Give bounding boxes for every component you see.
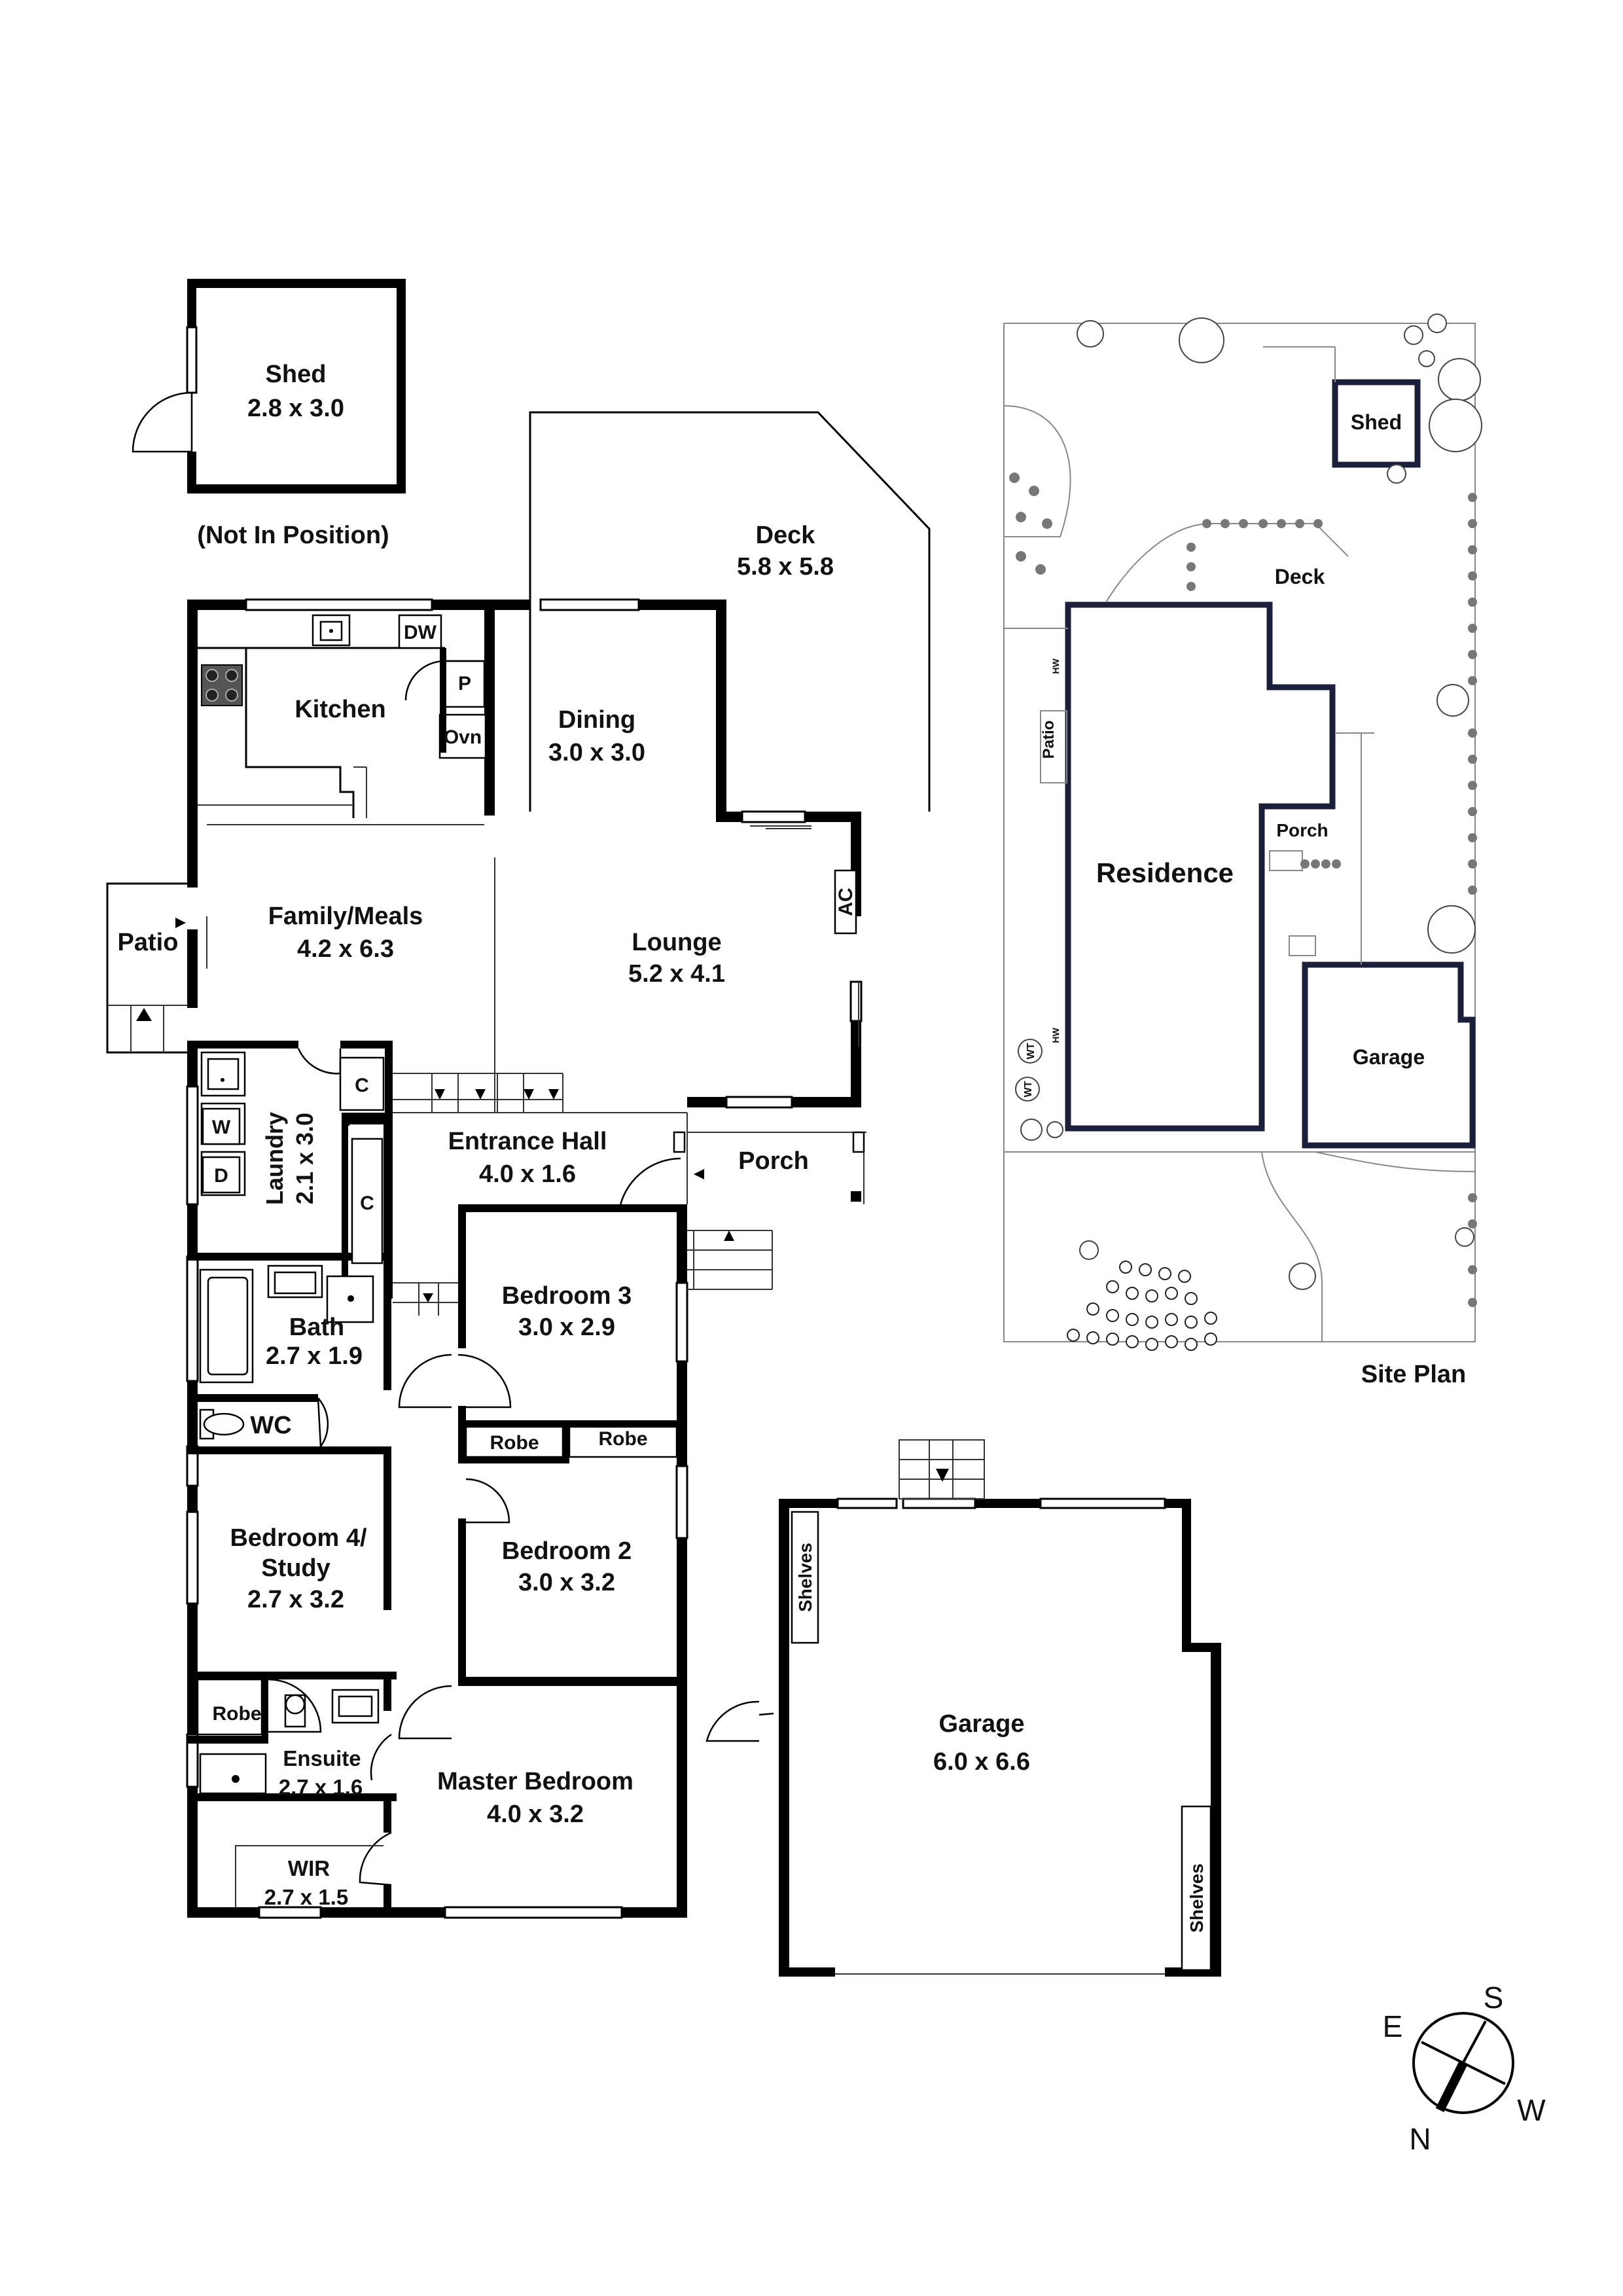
- shed-name: Shed: [266, 361, 327, 388]
- site-garage-label: Garage: [1353, 1045, 1425, 1069]
- closet-boxes: [196, 1056, 678, 1736]
- compass-n: N: [1409, 2122, 1431, 2156]
- sliding-doors: [750, 825, 859, 1047]
- site-wt-2-label: WT: [1026, 1043, 1037, 1059]
- dining-name: Dining: [558, 706, 635, 734]
- pantry-label: P: [458, 673, 471, 694]
- bed2-name: Bedroom 2: [502, 1537, 632, 1565]
- garage-dims: 6.0 x 6.6: [933, 1748, 1030, 1776]
- patio-name: Patio: [118, 929, 179, 956]
- compass-w: W: [1517, 2093, 1546, 2127]
- bath-dims: 2.7 x 1.9: [266, 1342, 363, 1370]
- thin-lines: [207, 824, 866, 1204]
- bed3-name: Bedroom 3: [502, 1282, 632, 1310]
- kitchen-fixtures: [198, 614, 487, 818]
- ensuite-dims: 2.7 x 1.6: [279, 1775, 363, 1799]
- deck-dims: 5.8 x 5.8: [737, 553, 834, 581]
- compass-s: S: [1484, 1981, 1504, 2015]
- site-shed-label: Shed: [1351, 410, 1402, 434]
- site-porch-label: Porch: [1276, 820, 1328, 840]
- lounge-name: Lounge: [632, 929, 721, 956]
- bed2-dims: 3.0 x 3.2: [518, 1569, 615, 1596]
- shed-note: (Not In Position): [197, 522, 389, 549]
- wir-dims: 2.7 x 1.5: [264, 1885, 348, 1909]
- stairs: [393, 1073, 773, 1316]
- kitchen-name: Kitchen: [294, 696, 385, 723]
- shelves-right-label: Shelves: [1186, 1863, 1207, 1933]
- robe-bed4-label: Robe: [213, 1703, 262, 1725]
- dw-label: DW: [404, 622, 437, 643]
- laundry-dims: 2.1 x 3.0: [291, 1113, 318, 1204]
- robe-bed3b-label: Robe: [599, 1428, 648, 1450]
- site-plan-title: Site Plan: [1361, 1361, 1467, 1388]
- site-hw-bottom-label: HW: [1050, 1028, 1061, 1043]
- site-hw-top-label: HW: [1050, 658, 1061, 674]
- deck-name: Deck: [756, 522, 816, 549]
- garage: [779, 1439, 1221, 1977]
- porch-name: Porch: [738, 1147, 809, 1175]
- deck-outline: [529, 411, 931, 812]
- master-name: Master Bedroom: [437, 1768, 633, 1795]
- dryer-label: D: [214, 1165, 228, 1187]
- washer-label: W: [212, 1117, 231, 1138]
- entrance-dims: 4.0 x 1.6: [479, 1160, 576, 1188]
- wir-name: WIR: [288, 1856, 330, 1880]
- family-name: Family/Meals: [268, 903, 423, 930]
- bed4-dims: 2.7 x 3.2: [247, 1586, 344, 1613]
- patio-west: [106, 882, 207, 1054]
- family-dims: 4.2 x 6.3: [297, 935, 394, 963]
- wet-fixtures: [199, 1051, 383, 1907]
- site-wt-1-label: WT: [1023, 1081, 1034, 1097]
- robe-bed3a-label: Robe: [490, 1432, 539, 1454]
- ac-label: AC: [835, 888, 857, 916]
- bed3-dims: 3.0 x 2.9: [518, 1314, 615, 1341]
- compass: [1412, 2012, 1514, 2114]
- site-residence-label: Residence: [1096, 857, 1234, 888]
- bed4-name2: Study: [261, 1554, 330, 1582]
- compass-e: E: [1383, 2009, 1403, 2043]
- bed4-name: Bedroom 4/: [230, 1524, 366, 1552]
- wc-name: WC: [250, 1412, 291, 1439]
- entrance-name: Entrance Hall: [448, 1128, 607, 1155]
- closet-hall-label: C: [360, 1193, 374, 1214]
- site-deck-label: Deck: [1275, 565, 1325, 588]
- closet-laundry-label: C: [355, 1075, 369, 1096]
- oven-label: Ovn: [444, 726, 482, 748]
- site-patio-label: Patio: [1040, 721, 1058, 759]
- site-plan: [1003, 314, 1482, 1351]
- bath-name: Bath: [289, 1314, 344, 1341]
- garage-name: Garage: [939, 1710, 1025, 1738]
- shelves-left-label: Shelves: [795, 1543, 815, 1612]
- dining-dims: 3.0 x 3.0: [548, 739, 645, 766]
- master-dims: 4.0 x 3.2: [487, 1801, 584, 1828]
- laundry-name: Laundry: [261, 1112, 288, 1205]
- shed: [132, 279, 406, 493]
- lounge-dims: 5.2 x 4.1: [628, 960, 725, 988]
- door-swings: [268, 1048, 774, 1886]
- house-walls: [186, 598, 863, 1919]
- shed-dims: 2.8 x 3.0: [247, 395, 344, 422]
- ensuite-name: Ensuite: [283, 1746, 361, 1770]
